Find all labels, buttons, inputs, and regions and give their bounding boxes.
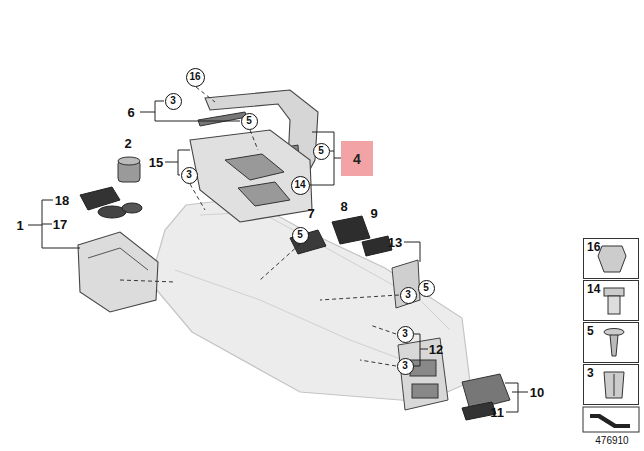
direction-arrow <box>590 414 630 428</box>
callout-number: 5 <box>246 116 252 126</box>
part-number: 7 <box>307 207 314 220</box>
clip-nut-icon <box>598 246 626 272</box>
part-number: 9 <box>370 207 377 220</box>
leader-line <box>196 87 215 102</box>
bracket <box>330 151 334 152</box>
bracket <box>140 112 155 113</box>
callout-circle: 14 <box>291 176 310 195</box>
part-number: 12 <box>429 343 443 356</box>
bracket <box>165 162 178 163</box>
leader-line <box>260 244 300 280</box>
clip-icon <box>604 372 624 398</box>
callout-number: 3 <box>587 366 594 380</box>
callout-circle: 5 <box>313 143 330 160</box>
part-number: 8 <box>340 200 347 213</box>
fastener-icons <box>583 246 639 432</box>
callout-number: 5 <box>318 146 324 156</box>
part-number: 1 <box>16 219 23 232</box>
bracket <box>42 224 52 225</box>
bracket <box>505 383 518 412</box>
cup-insert-top <box>118 157 140 165</box>
bracket <box>404 242 420 262</box>
callout-number: 16 <box>189 72 200 82</box>
callout-number: 5 <box>587 324 594 338</box>
part-number: 13 <box>388 236 402 249</box>
fastener-legend-box: 16 <box>583 238 639 279</box>
part-number: 6 <box>127 106 134 119</box>
callout-number: 16 <box>587 240 600 254</box>
leader-line <box>120 280 175 282</box>
callout-number: 3 <box>402 361 408 371</box>
callout-number: 5 <box>423 283 429 293</box>
expanding-nut-icon <box>608 296 620 314</box>
callout-circle: 5 <box>418 280 435 297</box>
rubber-pad <box>122 203 142 213</box>
bracket <box>178 150 180 175</box>
callout-number: 3 <box>402 329 408 339</box>
bracket <box>178 150 190 151</box>
leader-line <box>360 360 396 366</box>
console-body <box>150 198 470 402</box>
leader-line <box>320 295 399 300</box>
callout-number: 3 <box>170 96 176 106</box>
bracket <box>518 392 528 393</box>
clip-icon <box>614 374 615 396</box>
part-number: 11 <box>490 406 504 419</box>
leader-line <box>250 130 258 150</box>
part-number: 15 <box>149 156 163 169</box>
cover-9 <box>362 236 392 256</box>
frame-opening <box>410 360 436 376</box>
direction-box <box>583 407 639 432</box>
callout-number: 3 <box>186 170 192 180</box>
callout-circle: 3 <box>400 287 417 304</box>
callout-number: 4 <box>353 151 361 167</box>
bracket <box>42 200 80 248</box>
part-number: 18 <box>55 194 69 207</box>
trim-strip <box>198 112 247 126</box>
callout-number: 5 <box>297 230 303 240</box>
callout-number: 14 <box>587 282 600 296</box>
bracket <box>334 158 341 159</box>
callout-circle: 3 <box>181 167 198 184</box>
trim-panel <box>190 130 312 222</box>
callout-circle: 3 <box>397 358 414 375</box>
fastener-legend-box: 3 <box>583 364 639 405</box>
callout-circle: 16 <box>186 68 205 87</box>
fastener-legend-box: 5 <box>583 322 639 363</box>
part-number: 17 <box>53 218 67 231</box>
screw-icon <box>604 329 624 336</box>
cover-8 <box>332 216 370 244</box>
callout-circle: 5 <box>241 113 258 130</box>
part-number: 2 <box>124 137 131 150</box>
cupholder-housing <box>78 232 158 312</box>
callout-number: 14 <box>294 180 305 190</box>
callout-circle: 3 <box>165 93 182 110</box>
bracket <box>420 349 428 350</box>
part-number: 10 <box>530 386 544 399</box>
bracket <box>28 225 42 226</box>
highlighted-callout: 4 <box>341 141 373 176</box>
bracket <box>512 392 518 393</box>
fastener-legend-box: 14 <box>583 280 639 321</box>
screw-icon <box>610 335 618 356</box>
expanding-nut-icon <box>604 288 624 296</box>
callout-circle: 3 <box>397 326 414 343</box>
drawing-number: 476910 <box>595 436 628 446</box>
callout-circle: 5 <box>292 227 309 244</box>
leader-line <box>370 325 396 334</box>
console-detail <box>175 270 430 370</box>
bracket-13 <box>392 260 420 308</box>
leader-line <box>190 184 205 210</box>
callout-number: 3 <box>405 290 411 300</box>
console-detail <box>200 212 450 330</box>
cupholder-detail <box>88 248 148 270</box>
bracket <box>414 334 420 366</box>
frame-opening <box>412 384 438 398</box>
panel-opening <box>238 182 290 206</box>
panel-opening <box>225 154 284 180</box>
bracket <box>310 132 334 185</box>
